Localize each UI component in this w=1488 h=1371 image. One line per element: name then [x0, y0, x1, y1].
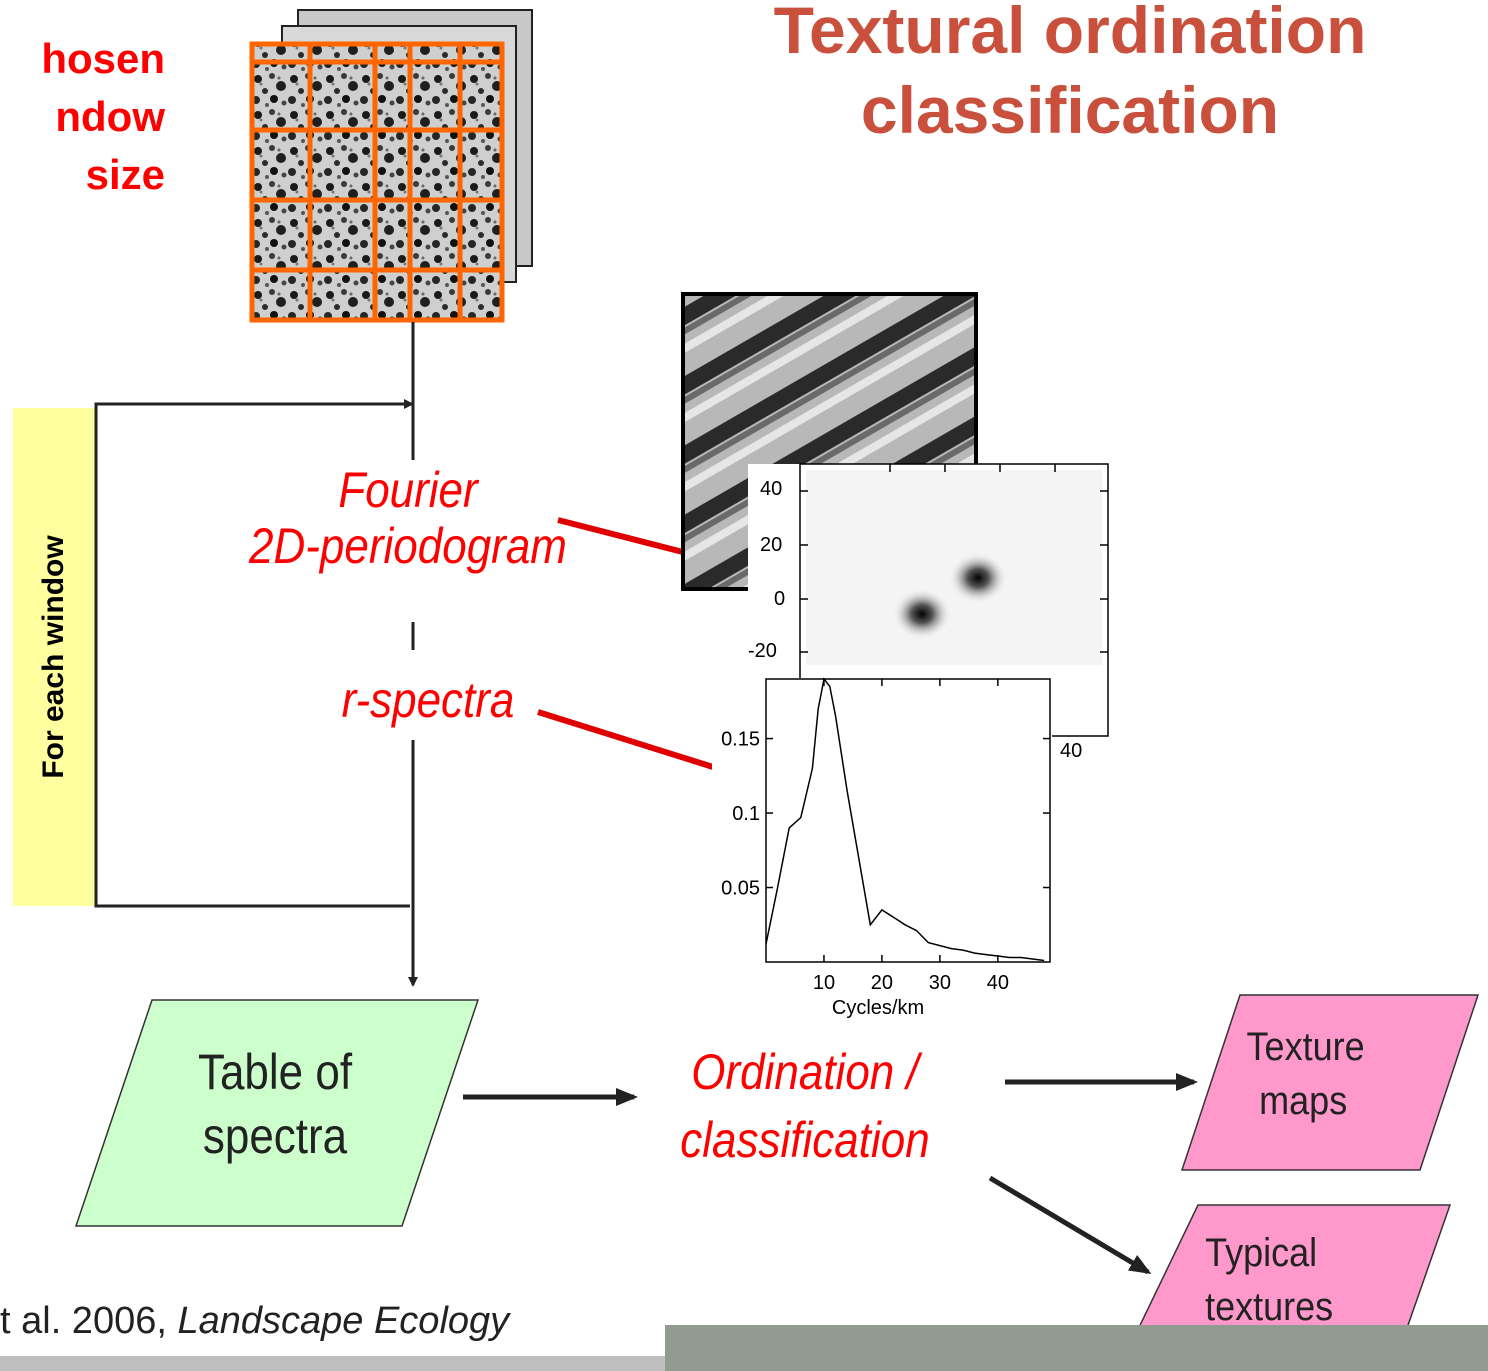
- typical-textures-line-1: Typical: [1205, 1231, 1318, 1275]
- table-line-1: Table of: [197, 1044, 353, 1100]
- texture-maps-label: Texture maps: [1247, 1020, 1365, 1128]
- loop-sidebar: For each window: [13, 408, 95, 906]
- ordination-line-1: Ordination /: [691, 1044, 919, 1100]
- periodogram-peak-2: [892, 588, 952, 640]
- chosen-window-size-label: hosen ndow size: [0, 30, 165, 204]
- title-line-2: classification: [860, 73, 1280, 147]
- chosen-line-2: ndow: [55, 93, 165, 140]
- window-grid: [249, 41, 505, 323]
- fourier-line-2: 2D-periodogram: [249, 518, 567, 574]
- chosen-line-3: size: [85, 151, 165, 198]
- page-title: Textural ordination classification: [640, 0, 1488, 150]
- periodogram-ytick-0: 0: [774, 588, 786, 610]
- rspectra-line: [765, 677, 1045, 962]
- rspectra-xtick-label: 20: [871, 972, 893, 994]
- texture-maps-line-2: maps: [1259, 1079, 1348, 1123]
- citation-prefix: t al. 2006,: [0, 1300, 178, 1342]
- typical-textures-line-2: textures: [1205, 1285, 1334, 1329]
- rspectra-xlabel: Cycles/km: [832, 997, 924, 1019]
- table-of-spectra-label: Table of spectra: [165, 1040, 385, 1168]
- typical-textures-label: Typical textures: [1205, 1226, 1333, 1334]
- texture-maps-line-1: Texture: [1246, 1025, 1365, 1069]
- rspectra-ytick-label: 0.05: [721, 878, 760, 900]
- rspectra-xtick-label: 30: [929, 972, 951, 994]
- texture-maps-box: [1180, 994, 1480, 1171]
- footer-block: [665, 1325, 1488, 1371]
- rspectra-label: r-spectra: [341, 672, 515, 728]
- rspectra-frame: [765, 678, 1051, 963]
- rspectra-ytick-label: 0.15: [721, 729, 760, 751]
- periodogram-ytick-minus20: -20: [748, 640, 777, 662]
- flow-lines: [94, 322, 418, 987]
- fourier-label: Fourier 2D-periodogram: [232, 462, 584, 574]
- rspectra-xtick-label: 10: [813, 972, 835, 994]
- arrow-to-typical-textures: [988, 1175, 1152, 1275]
- periodogram-ytick-40: 40: [760, 478, 783, 500]
- ordination-label: Ordination / classification: [625, 1038, 986, 1174]
- periodogram-xtick-40: 40: [1060, 740, 1083, 762]
- table-of-spectra-box: [74, 999, 480, 1227]
- periodogram-ytick-20: 20: [760, 534, 783, 556]
- rspectra-xtick-label: 40: [987, 972, 1009, 994]
- periodogram-ticks: [800, 464, 1108, 653]
- citation: t al. 2006, Landscape Ecology: [0, 1300, 509, 1343]
- chosen-line-1: hosen: [41, 35, 165, 82]
- title-line-1: Textural ordination: [773, 0, 1367, 67]
- citation-journal: Landscape Ecology: [177, 1300, 510, 1342]
- fourier-line-1: Fourier: [338, 462, 478, 518]
- table-line-2: spectra: [202, 1108, 348, 1164]
- rspectra-ytick-label: 0.1: [732, 803, 760, 825]
- periodogram-peak-1: [948, 552, 1008, 604]
- ordination-line-2: classification: [680, 1112, 930, 1168]
